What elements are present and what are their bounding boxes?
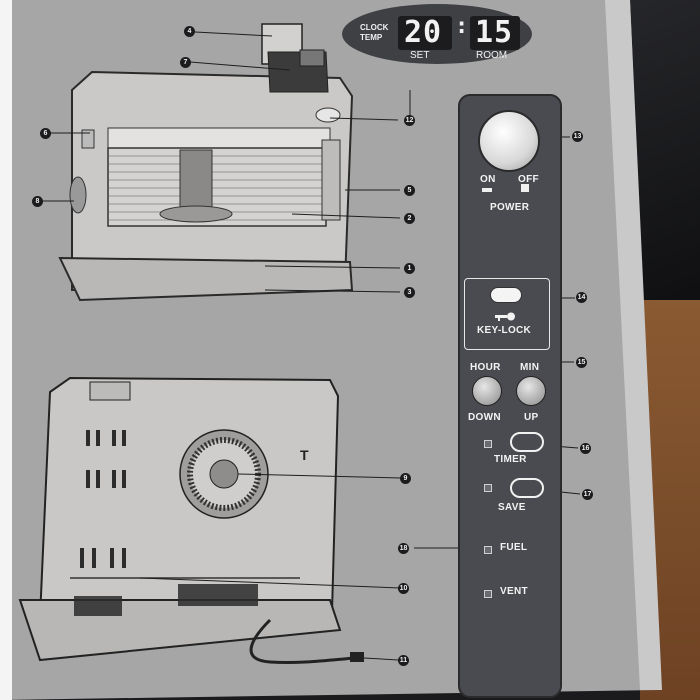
callout-17: 17	[582, 489, 593, 500]
callout-18: 18	[398, 543, 409, 554]
temp-indicator-label: TEMP	[360, 33, 383, 42]
key-lock-button[interactable]	[490, 287, 522, 303]
callout-5: 5	[404, 185, 415, 196]
set-temp-value: 20	[404, 15, 443, 50]
heater-side-knob	[69, 176, 87, 214]
vent-label: VENT	[500, 586, 528, 597]
callout-8: 8	[32, 196, 43, 207]
power-cord	[249, 618, 356, 665]
callout-11: 11	[398, 655, 409, 666]
callout-1: 1	[404, 263, 415, 274]
key-lock-group: KEY-LOCK	[464, 278, 550, 350]
hour-down-button[interactable]	[472, 376, 502, 406]
callout-2: 2	[404, 213, 415, 224]
callout-12: 12	[404, 115, 415, 126]
hour-label: HOUR	[470, 362, 501, 373]
room-label: ROOM	[476, 50, 508, 61]
room-temp-box: 15	[470, 15, 520, 50]
down-label: DOWN	[468, 412, 501, 423]
callout-4: 4	[184, 26, 195, 37]
callout-15: 15	[576, 357, 587, 368]
timer-label: TIMER	[494, 454, 527, 465]
heater-mini-panel	[321, 139, 341, 221]
set-label: SET	[410, 50, 430, 61]
power-plug	[350, 652, 364, 662]
callout-10: 10	[398, 583, 409, 594]
power-label: POWER	[490, 202, 530, 213]
save-button[interactable]	[510, 478, 544, 498]
key-lock-label: KEY-LOCK	[477, 325, 532, 336]
control-panel: ON OFF POWER KEY-LOCK HOUR MIN DOWN UP T…	[458, 94, 562, 698]
save-label: SAVE	[498, 502, 526, 513]
callout-16: 16	[580, 443, 591, 454]
heater-base	[58, 256, 354, 302]
save-led	[484, 484, 492, 492]
min-up-button[interactable]	[516, 376, 546, 406]
callout-9: 9	[400, 473, 411, 484]
callout-3: 3	[404, 287, 415, 298]
callout-7: 7	[180, 57, 191, 68]
svg-text:T: T	[300, 447, 309, 463]
display-colon: :	[455, 14, 470, 39]
heater-display-window	[315, 107, 341, 123]
on-indicator-icon	[482, 188, 492, 192]
fuel-led	[484, 546, 492, 554]
set-temp-box: 20	[398, 15, 452, 50]
paper-left-margin	[0, 0, 12, 700]
power-off-label: OFF	[518, 174, 539, 185]
display-panel: CLOCK TEMP 20 : 15 SET ROOM	[342, 4, 532, 64]
callout-6: 6	[40, 128, 51, 139]
min-label: MIN	[520, 362, 540, 373]
up-label: UP	[524, 412, 539, 423]
callout-13: 13	[572, 131, 583, 142]
off-indicator-icon	[521, 184, 529, 192]
fuel-label: FUEL	[500, 542, 528, 553]
timer-button[interactable]	[510, 432, 544, 452]
callout-14: 14	[576, 292, 587, 303]
clock-indicator-label: CLOCK	[360, 23, 389, 32]
power-on-label: ON	[480, 174, 496, 185]
heater-rear-illustration: T	[18, 376, 364, 665]
heater-front-illustration	[58, 23, 354, 302]
room-temp-value: 15	[475, 15, 514, 50]
power-button[interactable]	[478, 110, 540, 172]
key-icon	[495, 309, 515, 321]
paper-edge	[605, 0, 662, 690]
timer-led	[484, 440, 492, 448]
vent-led	[484, 590, 492, 598]
